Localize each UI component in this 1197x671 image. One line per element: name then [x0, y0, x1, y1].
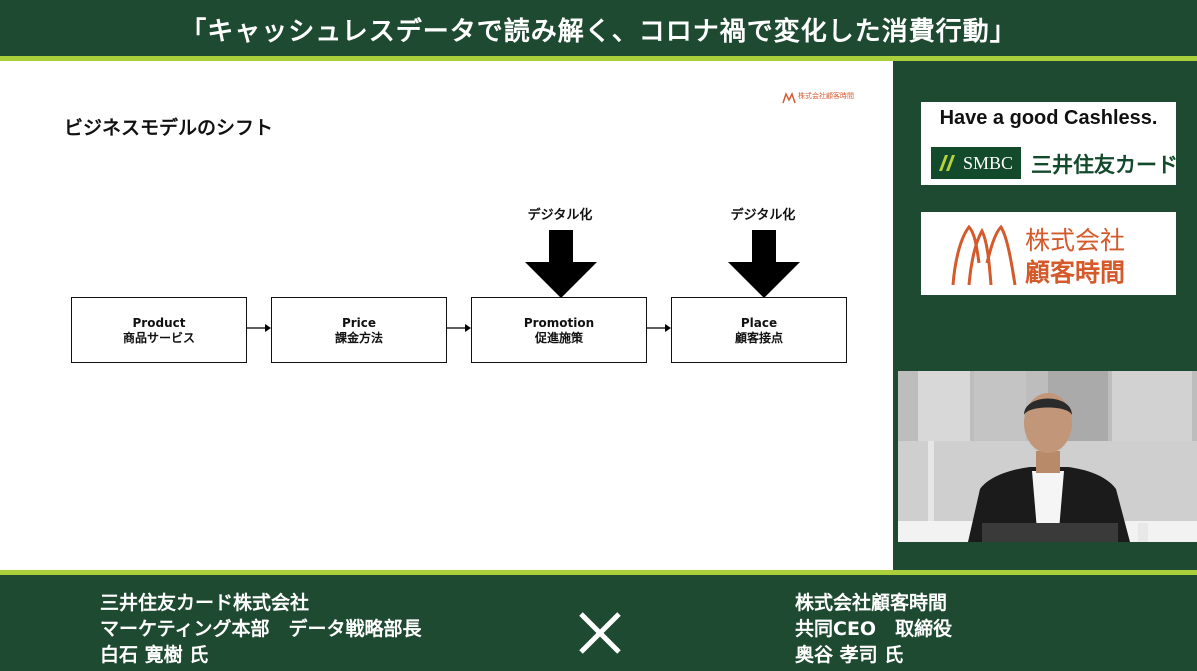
slide-title: ビジネスモデルのシフト [64, 117, 274, 139]
header-bar: 「キャッシュレスデータで読み解く、コロナ禍で変化した消費行動」 [0, 0, 1197, 56]
speaker1-info: 三井住友カード株式会社 マーケティング本部 データ戦略部長 白石 寛樹 氏 [100, 590, 421, 668]
down-arrow-icon [728, 230, 800, 298]
digital-label-promotion: デジタル化 [527, 208, 593, 223]
place-box: Place 顧客接点 [671, 297, 847, 363]
smbc-logo-text: SMBC [963, 153, 1014, 173]
hands-logo-icon [782, 92, 796, 104]
connector-arrow-icon [647, 324, 671, 332]
footer-bar [0, 576, 1197, 671]
kokyaku-sponsor-card: 株式会社 顧客時間 [921, 212, 1176, 295]
promotion-box: Promotion 促進施策 [471, 297, 647, 363]
speaker-video [898, 371, 1197, 542]
product-box: Product 商品サービス [71, 297, 247, 363]
speaker1-name: 白石 寛樹 氏 [100, 644, 209, 666]
footer-accent-bar [0, 570, 1197, 575]
cross-icon [579, 612, 621, 654]
box-label-en: Product [132, 316, 186, 330]
box-label-jp: 顧客接点 [734, 331, 783, 345]
sponsor-tagline: Have a good Cashless. [939, 107, 1158, 129]
slide-logo: 株式会社顧客時間 [782, 89, 854, 104]
right-panel: Have a good Cashless. SMBC 三井住友カード 株式会社 … [893, 61, 1197, 570]
smbc-sponsor-card: Have a good Cashless. SMBC 三井住友カード [921, 102, 1178, 185]
speaker-video-frame [898, 371, 1197, 542]
speaker2-company: 株式会社顧客時間 [795, 592, 948, 614]
down-arrow-icon [525, 230, 597, 298]
box-label-jp: 課金方法 [334, 331, 383, 345]
speaker1-company: 三井住友カード株式会社 [100, 592, 310, 614]
box-label-en: Place [740, 316, 778, 330]
hands-logo-icon [951, 224, 1017, 286]
box-label-jp: 促進施策 [534, 331, 583, 345]
speaker1-department: マーケティング本部 データ戦略部長 [100, 618, 422, 640]
header-accent-bar [0, 56, 1197, 61]
smbc-badge: SMBC [931, 147, 1021, 179]
smbc-company-name: 三井住友カード [1031, 153, 1178, 177]
digital-label-place: デジタル化 [730, 208, 796, 223]
speaker2-info: 株式会社顧客時間 共同CEO 取締役 奥谷 孝司 氏 [795, 590, 952, 668]
connector-arrow-icon [247, 324, 271, 332]
presentation-slide: ビジネスモデルのシフト 株式会社顧客時間 デジタル化 デジタル化 Product… [0, 61, 893, 570]
kokyaku-logo-line2: 顧客時間 [1025, 258, 1126, 287]
price-box: Price 課金方法 [271, 297, 447, 363]
connector-arrow-icon [447, 324, 471, 332]
box-label-en: Price [341, 316, 377, 330]
speaker2-name: 奥谷 孝司 氏 [795, 644, 904, 666]
event-title: 「キャッシュレスデータで読み解く、コロナ禍で変化した消費行動」 [180, 17, 1017, 47]
slide-logo-text: 株式会社顧客時間 [798, 92, 854, 100]
kokyaku-logo-line1: 株式会社 [1025, 226, 1126, 255]
smbc-leaf-icon [939, 155, 955, 171]
box-label-jp: 商品サービス [122, 331, 195, 345]
box-label-en: Promotion [523, 316, 595, 330]
speaker2-title: 共同CEO 取締役 [795, 618, 953, 640]
